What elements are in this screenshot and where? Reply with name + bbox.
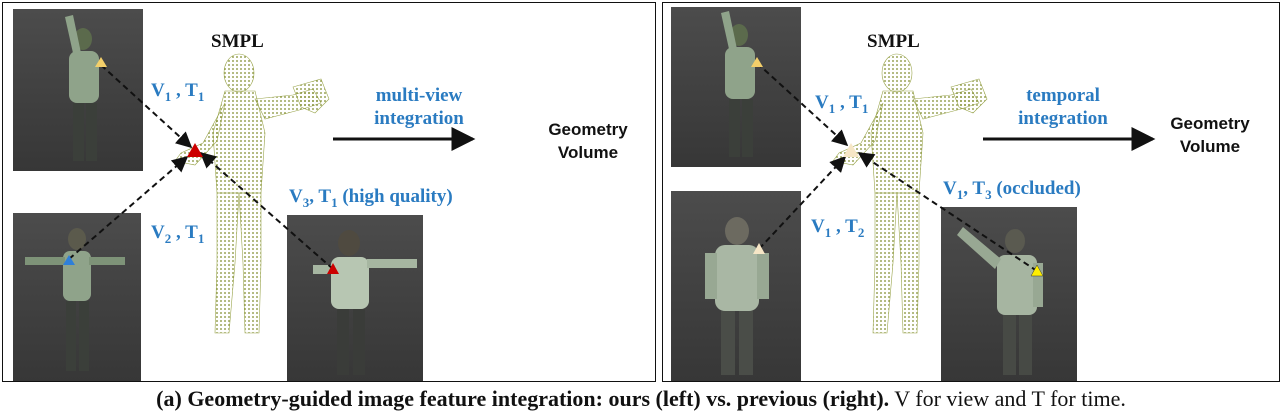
arrows-right — [751, 57, 1156, 277]
marker-t3 — [1030, 264, 1044, 277]
panel-previous: SMPL V1 , T1 V1 , T2 V1, T3 (occluded) t… — [662, 2, 1280, 382]
marker-t1 — [751, 57, 763, 67]
smpl-title-left: SMPL — [211, 31, 264, 52]
geometry-volume-left: Geometry Volume — [548, 120, 628, 162]
integration-label-right: temporal integration — [1018, 85, 1108, 129]
smpl-mesh-right — [832, 53, 988, 334]
arrows-left — [63, 57, 476, 274]
marker-t2 — [753, 243, 765, 254]
view3-photo — [287, 215, 423, 381]
arrow-t3 — [857, 152, 1038, 272]
label-v3-t1-left: V3, T1 (high quality) — [289, 186, 453, 210]
t1-photo — [671, 7, 801, 167]
figure-caption: (a) Geometry-guided image feature integr… — [0, 386, 1282, 412]
t3-photo — [941, 207, 1077, 381]
t2-photo — [671, 191, 801, 381]
arrow-view3 — [199, 151, 334, 270]
view1-photo — [13, 9, 143, 171]
arrow-t2 — [758, 155, 847, 250]
marker-view2 — [63, 255, 75, 265]
label-v1-t1-right: V1 , T1 — [815, 92, 869, 116]
arrow-view2 — [68, 155, 189, 260]
arrow-t1 — [756, 62, 849, 147]
smpl-mesh-left — [174, 53, 330, 334]
marker-smpl-right — [843, 143, 859, 157]
label-v1-t3-right: V1, T3 (occluded) — [943, 178, 1081, 202]
caption-bold: (a) Geometry-guided image feature integr… — [156, 386, 890, 411]
smpl-title-right: SMPL — [867, 31, 920, 52]
arrow-view1 — [100, 64, 193, 149]
label-v2-t1-left: V2 , T1 — [151, 222, 205, 246]
marker-view1 — [95, 57, 107, 67]
marker-smpl-left — [187, 143, 203, 157]
panel-ours: SMPL V1 , T1 V2 , T1 V3, T1 (high qualit… — [2, 2, 656, 382]
label-v1-t1-left: V1 , T1 — [151, 80, 205, 104]
view2-photo — [13, 213, 141, 381]
label-v1-t2-right: V1 , T2 — [811, 216, 865, 240]
geometry-volume-right: Geometry Volume — [1170, 114, 1250, 156]
integration-label-left: multi-view integration — [374, 85, 464, 129]
marker-view3 — [327, 263, 339, 274]
caption-rest: V for view and T for time. — [889, 386, 1126, 411]
